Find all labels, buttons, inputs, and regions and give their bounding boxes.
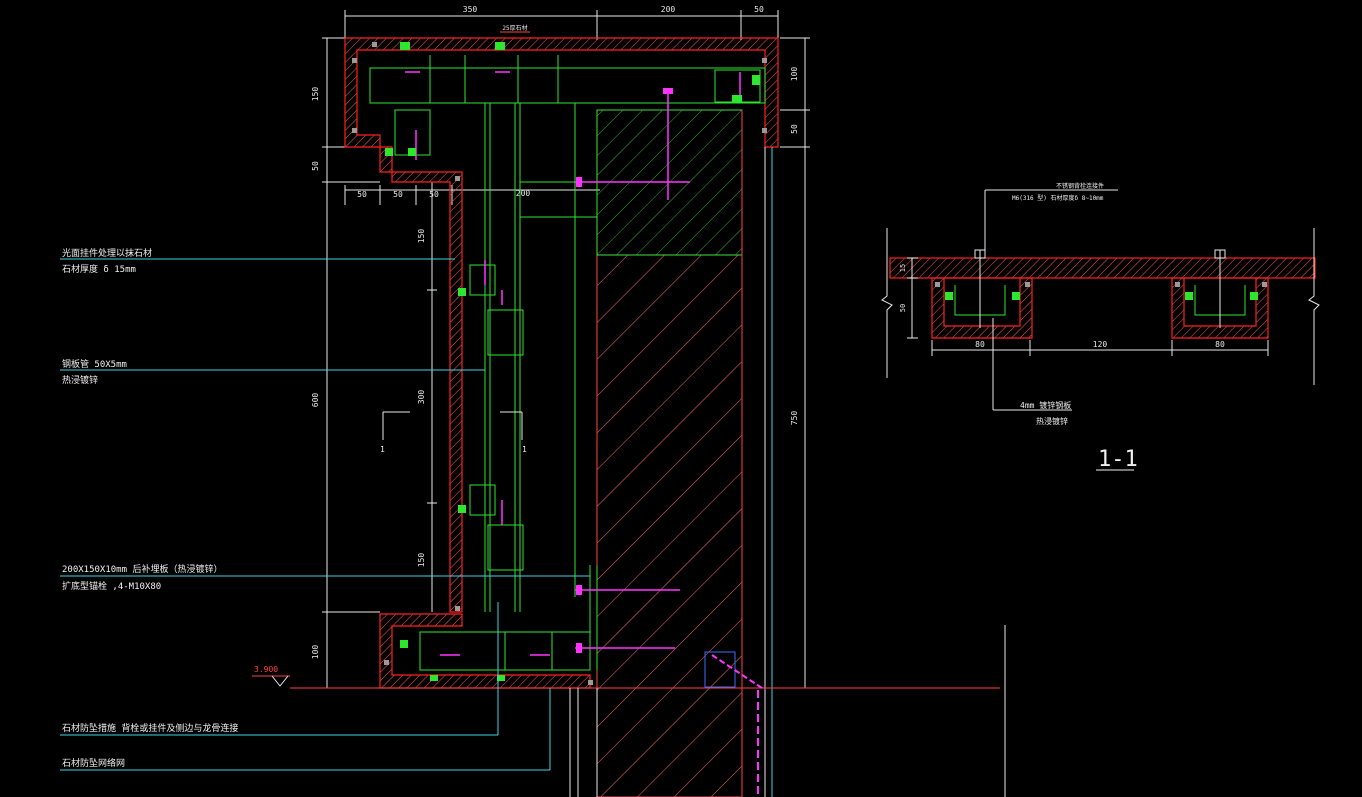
bolt-heads: [576, 88, 673, 653]
fastener-clips: [385, 42, 760, 681]
callout-2-line2: 热浸镀锌: [62, 374, 98, 386]
corner-caps: [352, 42, 767, 685]
left-dim-4: 100: [311, 645, 320, 660]
section-note-2: M6(316 型) 石材厚度δ 8~10mm: [1012, 194, 1104, 202]
steel-frame: [369, 55, 766, 671]
right-dim-1: 100: [790, 67, 799, 82]
callout-3-line1: 200X150X10mm 后补埋板（热浸镀锌）: [62, 563, 222, 575]
inner-vertical-dimension: [427, 182, 437, 612]
section-mark-right: 1: [522, 445, 527, 454]
right-dim-3: 750: [790, 411, 799, 426]
inner-vdim-3: 150: [417, 553, 426, 568]
inner-dimension-row: [344, 185, 600, 205]
right-dimension-line: [780, 37, 810, 689]
leader-lines: [60, 258, 590, 771]
section-cut-markers: [382, 411, 523, 440]
drip-detail: [704, 625, 1006, 797]
callout-2-line1: 钢板管 50X5mm: [62, 358, 127, 370]
level-mark: [252, 675, 1000, 689]
top-dimension-line: [344, 10, 779, 40]
callout-1-line2: 石材厚度 δ 15mm: [62, 263, 136, 275]
top-dim-3: 50: [754, 5, 764, 14]
top-note: 25厚石材: [502, 24, 527, 32]
inner-dim-3: 50: [429, 190, 439, 199]
left-dim-3: 600: [311, 393, 320, 408]
section-hdim-2: 50: [899, 304, 907, 312]
anchor-bolts: [405, 71, 741, 656]
section-dim-3: 80: [1215, 340, 1225, 349]
right-dim-2: 50: [790, 124, 799, 134]
section-hdim-1: 15: [899, 264, 907, 272]
structural-wall: [596, 109, 773, 797]
level-value: 3.900: [254, 665, 278, 674]
inner-vdim-2: 300: [417, 390, 426, 405]
top-dim-2: 200: [661, 5, 676, 14]
callout-1-line1: 光面挂件处理以抹石材: [62, 247, 152, 259]
section-dim-2: 120: [1093, 340, 1108, 349]
inner-dim-4: 200: [516, 189, 531, 198]
bottom-substructure: [569, 688, 598, 797]
left-dim-2: 50: [311, 161, 320, 171]
section-mark-left: 1: [380, 445, 385, 454]
section-dim-1: 80: [975, 340, 985, 349]
section-note-1: 不锈钢背栓连接件: [1056, 182, 1104, 190]
left-dim-1: 150: [311, 87, 320, 102]
inner-vdim-1: 150: [417, 229, 426, 244]
section-bottom-note-1: 4mm 镀锌钢板: [1020, 400, 1071, 410]
main-section: 350 200 50 25厚石材 150 50 600 100 100 50 7…: [60, 5, 1006, 797]
section-bottom-note-2: 热浸镀锌: [1036, 416, 1068, 426]
callout-3-line2: 扩底型锚栓 ,4-M10X80: [62, 580, 161, 592]
inner-dim-1: 50: [357, 190, 367, 199]
callout-5-line1: 石材防坠网络网: [62, 757, 125, 769]
section-1-1: 80 120 80 15 50 不锈钢背栓连接件 M6(316 型) 石材厚度δ…: [881, 182, 1320, 472]
top-dim-1: 350: [463, 5, 478, 14]
section-title: 1-1: [1098, 447, 1138, 472]
inner-dim-2: 50: [393, 190, 403, 199]
callout-4-line1: 石材防坠措施 背栓或挂件及侧边与龙骨连接: [62, 722, 238, 734]
